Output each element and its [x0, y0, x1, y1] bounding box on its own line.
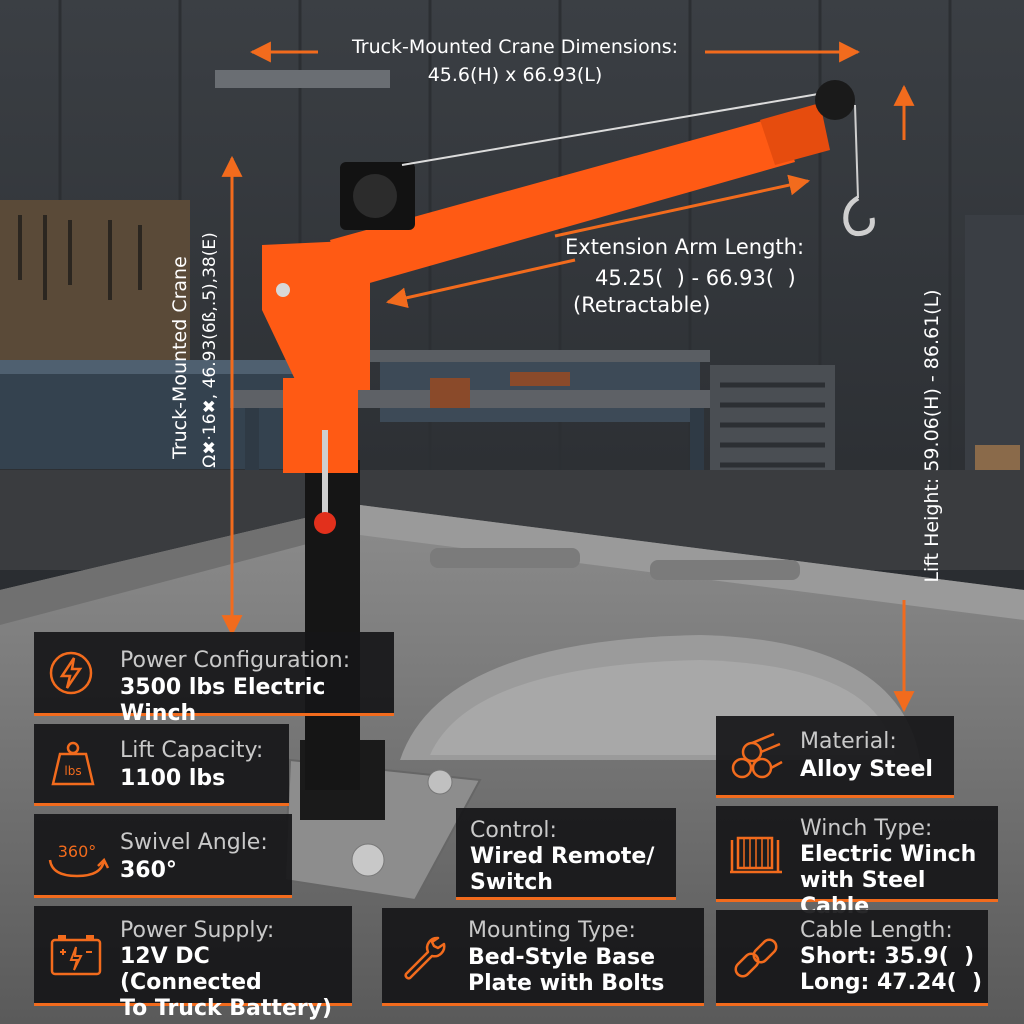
left-vertical-label: Truck-Mounted Crane — [169, 256, 191, 459]
steel-pipes-icon — [731, 732, 783, 779]
rotation-360-icon: 360° — [48, 842, 110, 878]
spec-value: 1100 lbs — [120, 766, 226, 791]
arm-length-note: (Retractable) — [573, 293, 711, 317]
spec-card-lift-capacity: lbs Lift Capacity: 1100 lbs — [34, 724, 289, 806]
spec-card-control: Control: Wired Remote/ Switch — [456, 808, 676, 900]
spec-value: Alloy Steel — [800, 757, 933, 782]
spec-label: Power Supply: — [120, 918, 275, 943]
spec-card-cable-length: Cable Length: Short: 35.9( ) Long: 47.24… — [716, 910, 988, 1006]
spec-card-mounting-type: Mounting Type: Bed-Style Base Plate with… — [382, 908, 704, 1006]
spec-value: Wired Remote/ Switch — [470, 844, 655, 895]
spec-value: 12V DC (Connected To Truck Battery) — [120, 944, 333, 1021]
spec-card-material: Material: Alloy Steel — [716, 716, 954, 798]
spec-label: Mounting Type: — [468, 918, 636, 943]
chain-link-icon — [734, 938, 778, 978]
spec-label: Winch Type: — [800, 816, 933, 841]
spec-value: Electric Winch with Steel Cable — [800, 842, 977, 919]
spec-label: Cable Length: — [800, 918, 953, 943]
arm-length-range: 45.25( ) - 66.93( ) — [595, 266, 796, 290]
rotation-icon-text: 360° — [58, 842, 97, 861]
lightning-icon — [49, 651, 93, 695]
spec-label: Lift Capacity: — [120, 738, 264, 763]
spec-card-winch-type: Winch Type: Electric Winch with Steel Ca… — [716, 806, 998, 919]
wrench-icon — [404, 936, 446, 980]
winch-drum-icon — [730, 836, 782, 874]
weight-icon-text: lbs — [64, 764, 81, 778]
battery-icon — [50, 935, 102, 976]
lift-height-label: Lift Height: 59.06(H) - 86.61(L) — [921, 289, 943, 583]
spec-card-power-configuration: Power Configuration: 3500 lbs Electric W… — [34, 632, 394, 726]
spec-value: 360° — [120, 858, 177, 883]
spec-label: Swivel Angle: — [120, 830, 268, 855]
left-vertical-dims: Ω✖·16✖, 46.93(6ß,.5),38(E) — [200, 232, 220, 468]
spec-card-swivel-angle: 360° Swivel Angle: 360° — [34, 814, 292, 898]
dimensions-title: Truck-Mounted Crane Dimensions: — [351, 36, 679, 58]
spec-label: Material: — [800, 729, 897, 754]
arm-length-title: Extension Arm Length: — [565, 235, 805, 259]
spec-value: 3500 lbs Electric Winch — [120, 675, 326, 726]
spec-card-power-supply: Power Supply: 12V DC (Connected To Truck… — [34, 906, 352, 1021]
weight-icon: lbs — [51, 741, 95, 786]
spec-value: Short: 35.9( ) Long: 47.24( ) — [800, 944, 983, 995]
spec-value: Bed-Style Base Plate with Bolts — [468, 945, 665, 996]
spec-label: Power Configuration: — [120, 648, 351, 673]
spec-label: Control: — [470, 818, 557, 843]
dimensions-value: 45.6(H) x 66.93(L) — [427, 64, 603, 86]
